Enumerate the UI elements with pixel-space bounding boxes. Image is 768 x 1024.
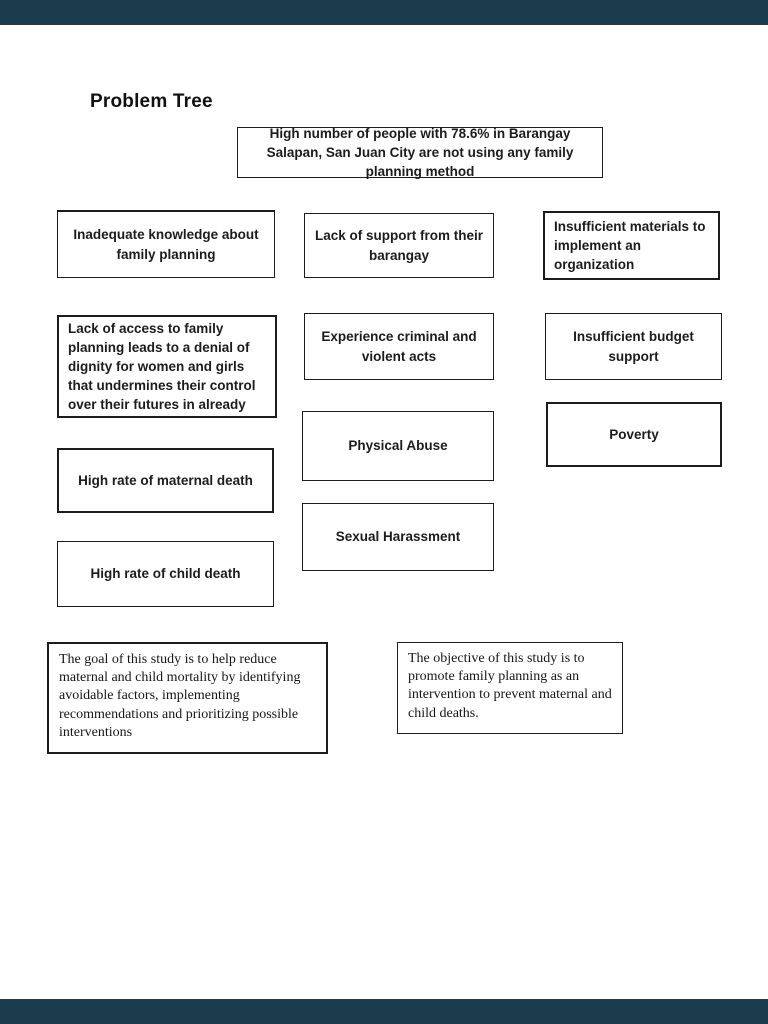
- study-objective-box: The objective of this study is to promot…: [397, 642, 623, 734]
- cause-poverty-box: Poverty: [546, 402, 722, 467]
- viewer-top-bar: [0, 0, 768, 25]
- effect-maternal-death-box: High rate of maternal death: [57, 448, 274, 513]
- effect-physical-abuse-box: Physical Abuse: [302, 411, 494, 481]
- core-problem-box: High number of people with 78.6% in Bara…: [237, 126, 603, 179]
- effect-criminal-violent-acts-box: Experience criminal and violent acts: [304, 313, 494, 380]
- page-title: Problem Tree: [90, 91, 213, 112]
- cause-lack-of-access-box: Lack of access to family planning leads …: [57, 315, 277, 418]
- effect-child-death-box: High rate of child death: [57, 541, 274, 607]
- cause-inadequate-knowledge-box: Inadequate knowledge about family planni…: [57, 210, 275, 278]
- viewer-bottom-bar: [0, 999, 768, 1024]
- cause-insufficient-materials-box: Insufficient materials to implement an o…: [543, 211, 720, 280]
- effect-sexual-harassment-box: Sexual Harassment: [302, 503, 494, 571]
- study-goal-box: The goal of this study is to help reduce…: [47, 642, 328, 754]
- cause-insufficient-budget-box: Insufficient budget support: [545, 313, 722, 380]
- cause-lack-of-support-box: Lack of support from their barangay: [304, 213, 494, 278]
